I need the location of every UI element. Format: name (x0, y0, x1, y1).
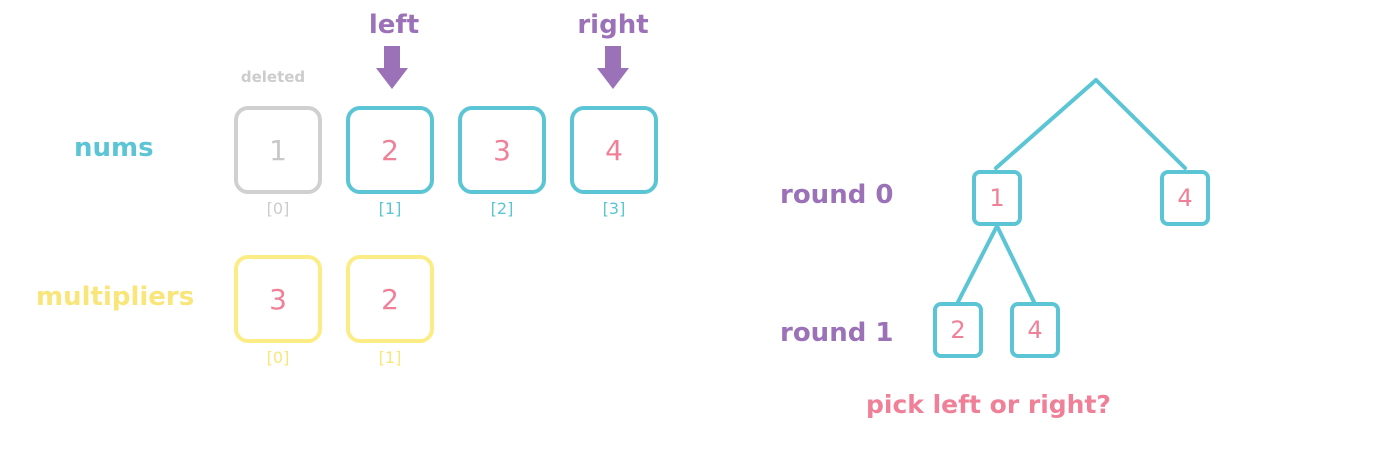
tree-edge-root-left (994, 78, 1098, 170)
deleted-label: deleted (240, 68, 306, 86)
nums-index-3: [3] (602, 199, 626, 218)
multipliers-cell-1: 2 (346, 255, 434, 343)
nums-cell-1: 2 (346, 106, 434, 194)
nums-cell-2: 3 (458, 106, 546, 194)
left-arrow-icon (376, 46, 408, 89)
pick-question: pick left or right? (866, 390, 1111, 419)
multipliers-index-0: [0] (266, 348, 290, 367)
nums-cell-3: 4 (570, 106, 658, 194)
tree-node-round0-left: 1 (972, 170, 1022, 226)
nums-index-0: [0] (266, 199, 290, 218)
tree-edge-root-right (1094, 78, 1187, 170)
multipliers-index-1: [1] (378, 348, 402, 367)
nums-cell-0: 1 (234, 106, 322, 194)
tree-node-round1-right: 4 (1010, 302, 1060, 358)
tree-node-round1-left: 2 (933, 302, 983, 358)
left-pointer-label: left (368, 10, 420, 40)
right-arrow-icon (597, 46, 629, 89)
right-pointer-label: right (577, 10, 649, 40)
nums-label: nums (74, 133, 154, 163)
tree-edge-child-right (995, 224, 1036, 304)
tree-edge-child-left (956, 224, 999, 304)
multipliers-cell-0: 3 (234, 255, 322, 343)
round-0-label: round 0 (780, 180, 894, 210)
nums-index-2: [2] (490, 199, 514, 218)
multipliers-label: multipliers (36, 282, 195, 312)
nums-index-1: [1] (378, 199, 402, 218)
tree-node-round0-right: 4 (1160, 170, 1210, 226)
round-1-label: round 1 (780, 318, 894, 348)
